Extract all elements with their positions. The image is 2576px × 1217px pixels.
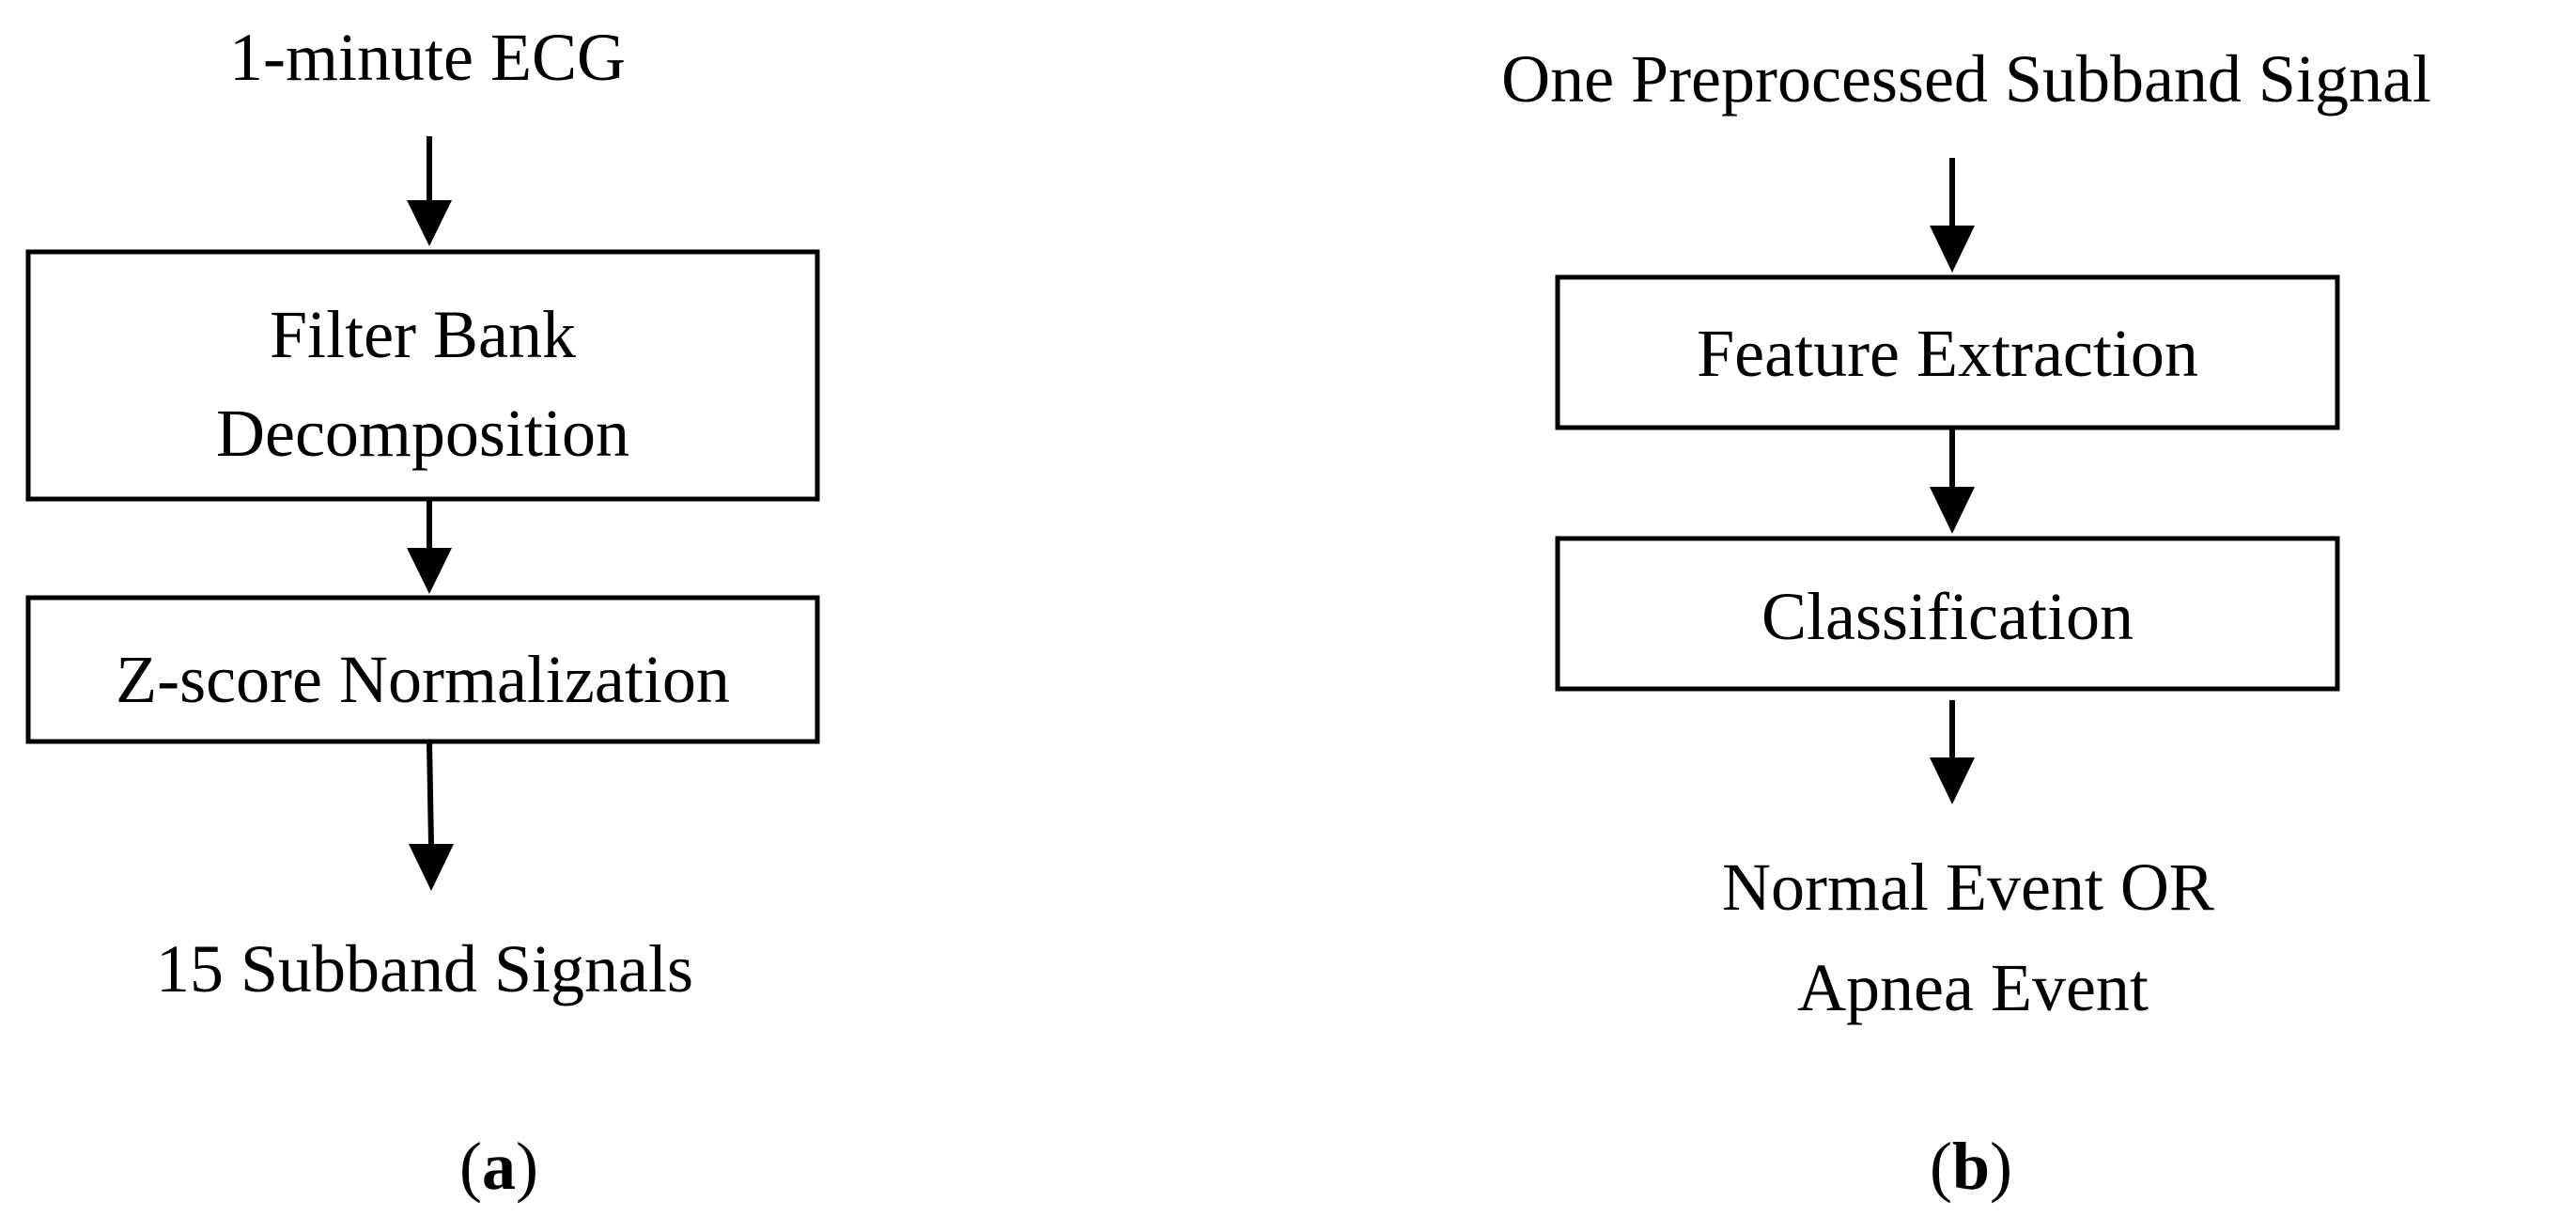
arrow-b-classification-to-output — [1930, 700, 1975, 804]
panel-b: One Preprocessed Subband Signal Feature … — [1501, 41, 2431, 1204]
panel-a-input-label: 1-minute ECG — [229, 20, 626, 95]
panel-a-caption: (a) — [459, 1129, 538, 1204]
filter-bank-box: Filter Bank Decomposition — [25, 249, 820, 502]
feature-extraction-box-label: Feature Extraction — [1697, 316, 2198, 391]
arrow-a-filter-to-zscore — [407, 499, 452, 594]
arrow-b-input-to-feature — [1930, 158, 1975, 273]
panel-b-input-label: One Preprocessed Subband Signal — [1501, 41, 2431, 117]
panel-a-output-label: 15 Subband Signals — [156, 931, 693, 1006]
zscore-normalization-box-label: Z-score Normalization — [116, 642, 730, 717]
filter-bank-box-line1: Filter Bank — [270, 297, 576, 372]
classification-box: Classification — [1555, 536, 2340, 692]
arrow-b-feature-to-classification — [1930, 428, 1975, 534]
panel-a: 1-minute ECG Filter Bank Decomposition Z… — [25, 20, 820, 1204]
filter-bank-box-line2: Decomposition — [216, 396, 629, 471]
panel-b-output-line2: Apnea Event — [1797, 950, 2149, 1025]
classification-box-label: Classification — [1761, 579, 2134, 654]
arrow-a-zscore-to-output — [409, 741, 454, 891]
arrow-a-input-to-filter — [407, 136, 452, 246]
zscore-normalization-box: Z-score Normalization — [25, 595, 820, 744]
feature-extraction-box: Feature Extraction — [1555, 274, 2340, 430]
panel-b-output-line1: Normal Event OR — [1722, 850, 2214, 925]
panel-b-caption: (b) — [1930, 1129, 2012, 1204]
